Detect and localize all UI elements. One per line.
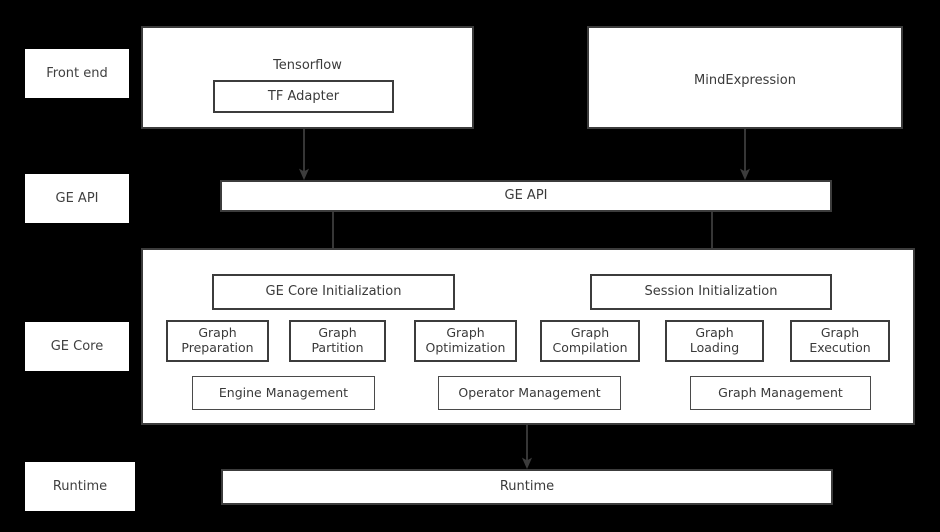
tf-adapter-node[interactable]: TF Adapter [213, 80, 394, 113]
stage-label-ge-core-text: GE Core [50, 338, 104, 354]
tf-adapter-label: TF Adapter [267, 88, 340, 104]
ge-core-initialization-node[interactable]: GE Core Initialization [212, 274, 455, 310]
session-initialization-node[interactable]: Session Initialization [590, 274, 832, 310]
stage-label-ge-core: GE Core [25, 322, 129, 371]
mindexpression-title: MindExpression [694, 73, 796, 88]
stage-label-runtime-text: Runtime [52, 478, 108, 494]
ge-core-initialization-label: GE Core Initialization [265, 284, 402, 300]
graph-management-label: Graph Management [718, 384, 843, 400]
stage-label-ge-api: GE API [25, 174, 129, 223]
stage-label-front-end-text: Front end [46, 65, 108, 81]
stage-label-ge-api-text: GE API [55, 190, 99, 206]
stage-label-front-end: Front end [25, 49, 129, 98]
graph-management-node[interactable]: Graph Management [690, 376, 871, 410]
engine-management-label: Engine Management [218, 384, 349, 400]
engine-management-node[interactable]: Engine Management [192, 376, 375, 410]
operator-management-node[interactable]: Operator Management [438, 376, 621, 410]
ge-api-bar-label: GE API [504, 188, 548, 204]
tensorflow-title: Tensorflow [273, 58, 342, 73]
session-initialization-label: Session Initialization [644, 284, 778, 300]
runtime-bar-label: Runtime [499, 479, 555, 495]
mindexpression-container[interactable]: MindExpression [587, 26, 903, 129]
runtime-bar[interactable]: Runtime [221, 469, 833, 505]
operator-management-label: Operator Management [458, 384, 601, 400]
stage-label-runtime: Runtime [25, 462, 135, 511]
tensorflow-container[interactable]: Tensorflow [141, 26, 474, 129]
ge-api-bar[interactable]: GE API [220, 180, 832, 212]
